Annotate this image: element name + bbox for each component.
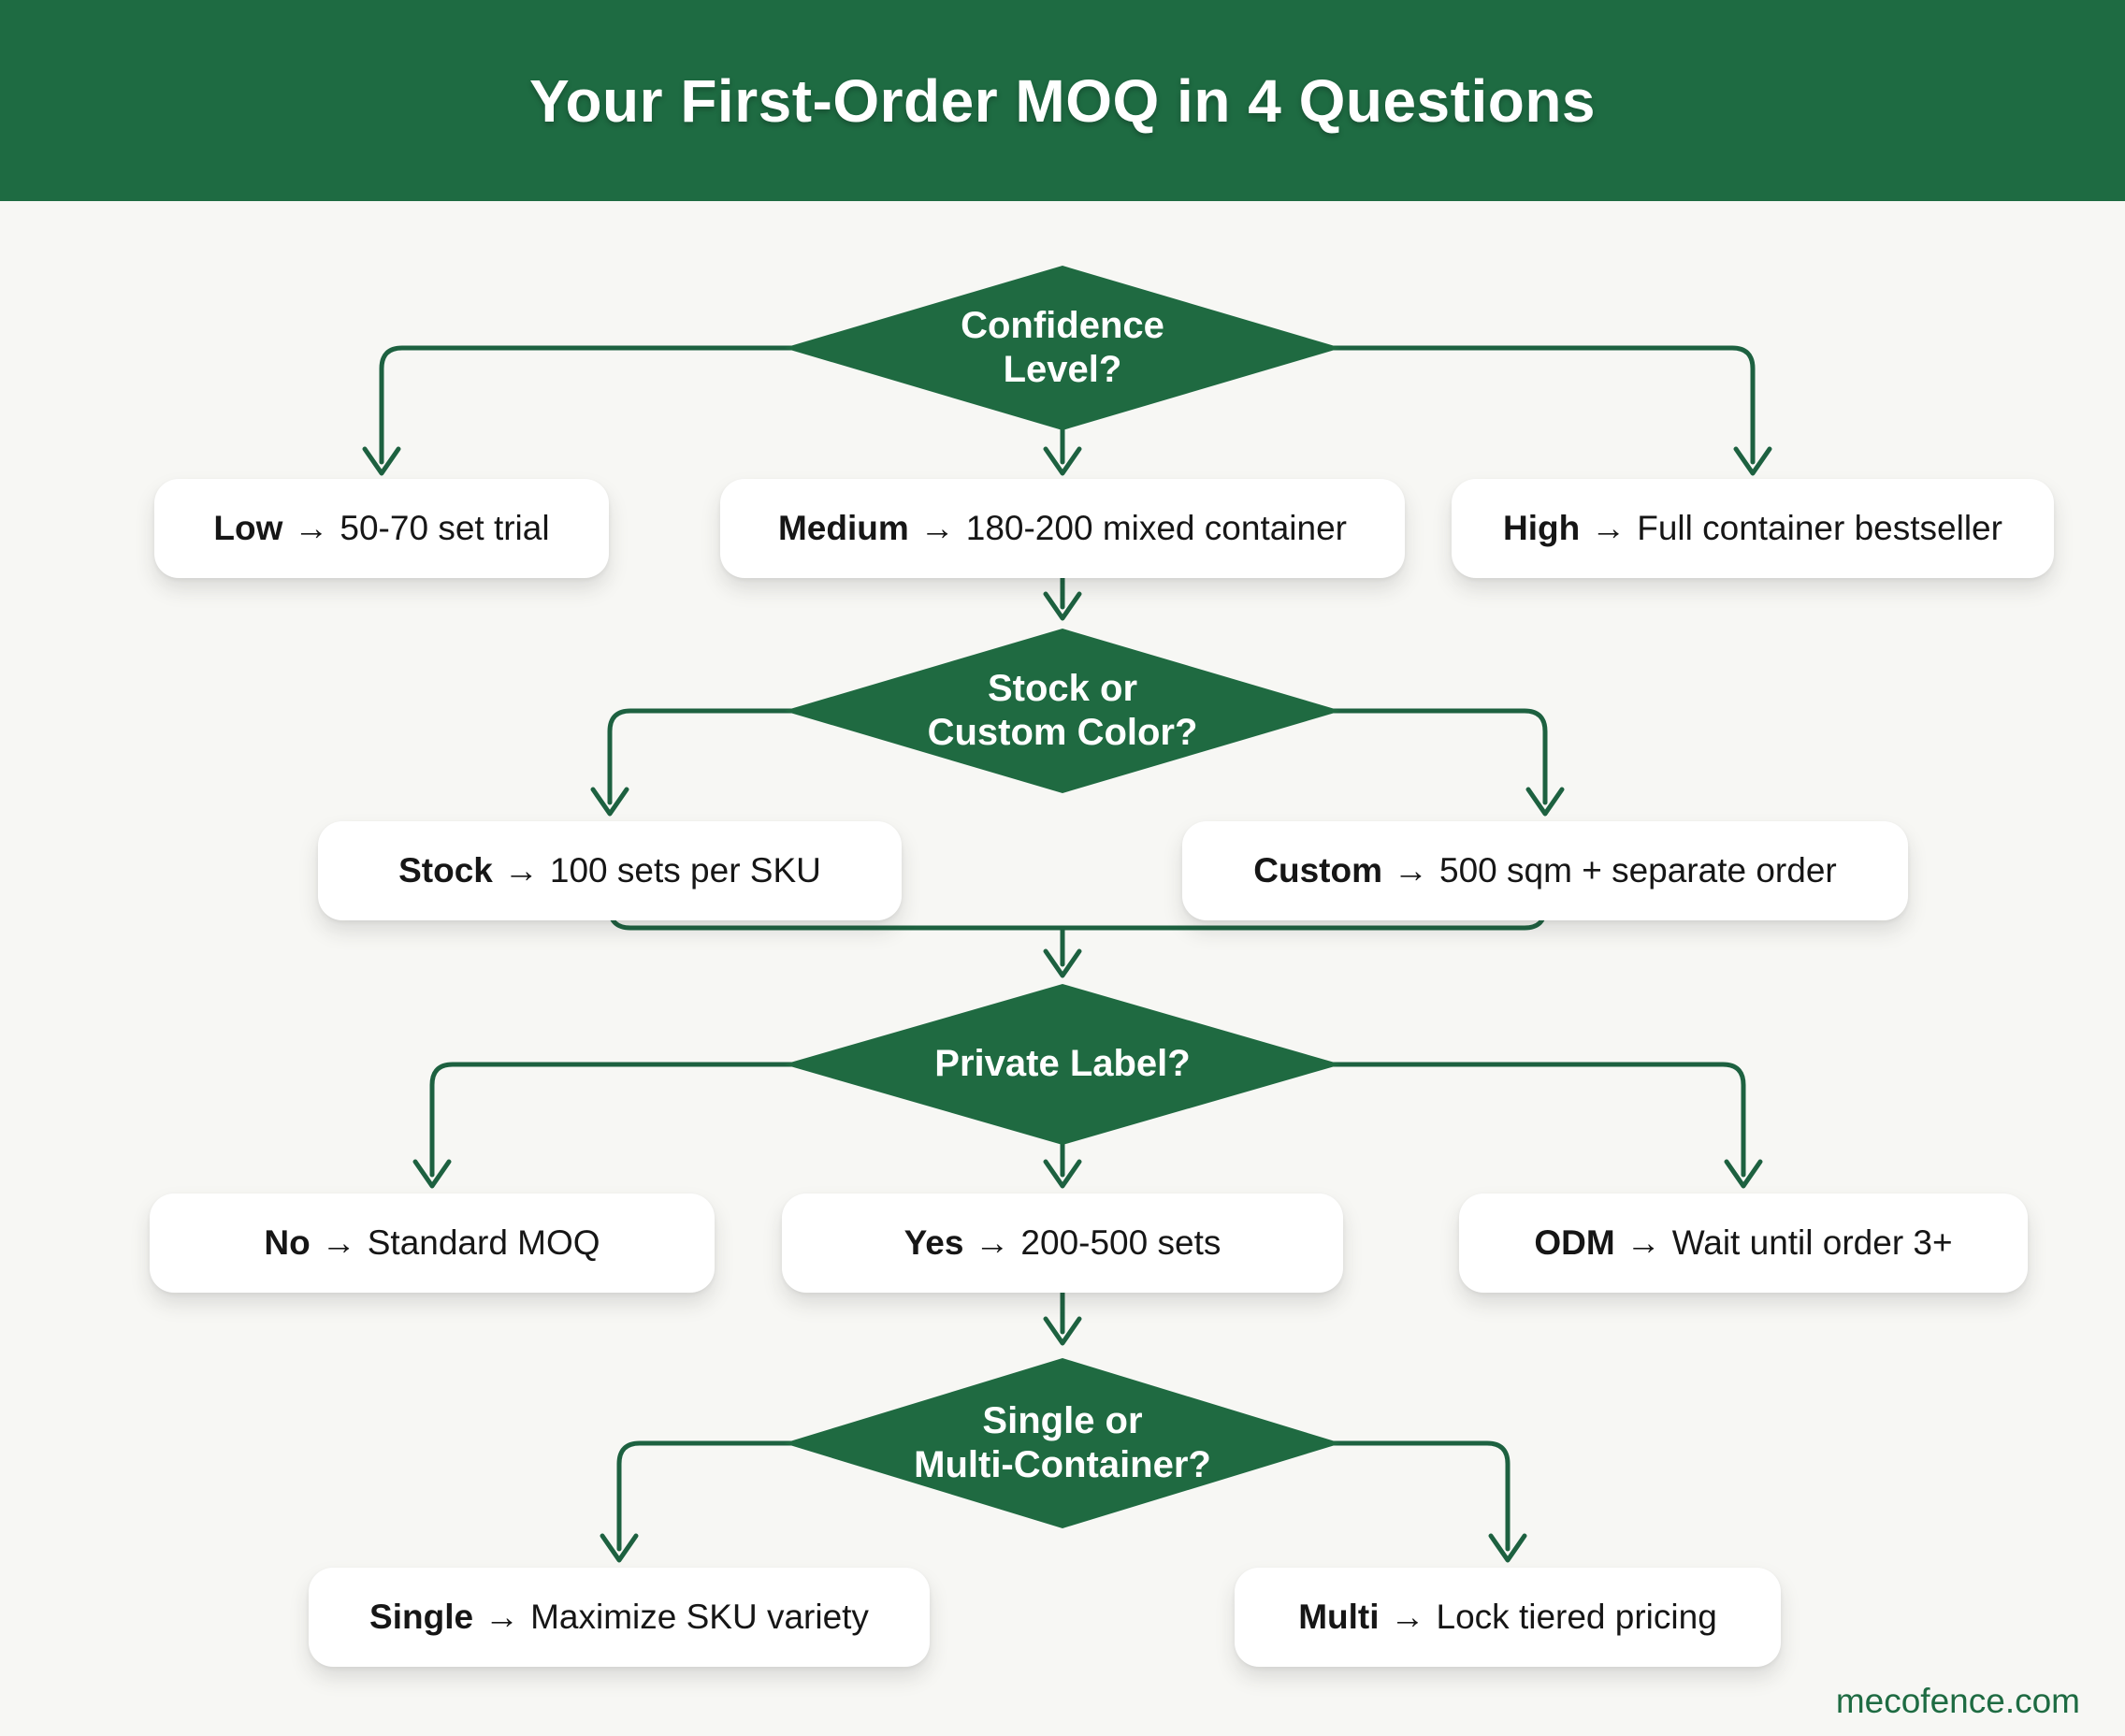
footer-website: mecofence.com <box>1835 1682 2080 1720</box>
right-arrow-glyph: → <box>321 1223 356 1262</box>
connector-label-to-no <box>429 1062 1065 1178</box>
arrowhead-low <box>362 446 401 476</box>
decision-label: Confidence Level? <box>961 304 1164 390</box>
arrowhead-yes <box>1043 1159 1082 1189</box>
outcome-box-multi: Multi → Lock tiered pricing <box>1235 1568 1781 1667</box>
decision-stock-or-custom-color: Stock or Custom Color? <box>784 629 1341 793</box>
outcome-box-high: High → Full container bestseller <box>1452 479 2054 578</box>
outcome-box-no: No → Standard MOQ <box>150 1194 715 1293</box>
decision-single-or-multi-container: Single or Multi-Container? <box>784 1358 1341 1528</box>
right-arrow-glyph: → <box>503 851 539 890</box>
arrowhead-container <box>1043 1316 1082 1346</box>
arrowhead-medium <box>1043 446 1082 476</box>
arrowhead-privatelabel <box>1043 948 1082 978</box>
right-arrow-glyph: → <box>1394 851 1428 890</box>
outcome-box-low: Low → 50-70 set trial <box>154 479 609 578</box>
decision-label: Stock or Custom Color? <box>927 667 1198 753</box>
connector-confidence-to-low <box>379 345 1065 465</box>
arrowhead-high <box>1733 446 1772 476</box>
outcome-box-stock: Stock → 100 sets per SKU <box>318 821 902 920</box>
right-arrow-glyph: → <box>1591 509 1626 547</box>
arrowhead-stock <box>590 787 629 817</box>
right-arrow-glyph: → <box>975 1223 1010 1262</box>
right-arrow-glyph: → <box>294 509 329 547</box>
arrowhead-custom <box>1525 787 1565 817</box>
decision-label: Private Label? <box>934 1043 1191 1085</box>
header-banner: Your First-Order MOQ in 4 Questions <box>0 0 2125 201</box>
arrowhead-single <box>600 1533 639 1563</box>
outcome-box-odm: ODM → Wait until order 3+ <box>1459 1194 2028 1293</box>
connector-container-to-single <box>616 1440 1065 1552</box>
decision-label: Single or Multi-Container? <box>914 1399 1211 1485</box>
right-arrow-glyph: → <box>1390 1598 1425 1636</box>
arrowhead-no <box>412 1159 452 1189</box>
connector-color-to-custom <box>1060 708 1548 805</box>
outcome-box-custom: Custom → 500 sqm + separate order <box>1182 821 1908 920</box>
right-arrow-glyph: → <box>1626 1223 1661 1262</box>
right-arrow-glyph: → <box>919 509 955 547</box>
outcome-box-medium: Medium → 180-200 mixed container <box>720 479 1405 578</box>
connector-color-to-stock <box>607 708 1065 805</box>
connector-confidence-to-high <box>1060 345 1756 465</box>
outcome-box-single: Single → Maximize SKU variety <box>309 1568 930 1667</box>
arrowhead-stockcolor <box>1043 591 1082 621</box>
right-arrow-glyph: → <box>484 1598 520 1636</box>
decision-private-label: Private Label? <box>784 984 1341 1145</box>
arrowhead-odm <box>1724 1159 1763 1189</box>
connector-container-to-multi <box>1060 1440 1511 1552</box>
page-title: Your First-Order MOQ in 4 Questions <box>529 66 1596 135</box>
decision-confidence-level: Confidence Level? <box>784 266 1341 430</box>
arrowhead-multi <box>1488 1533 1527 1563</box>
connector-label-to-odm <box>1060 1062 1746 1178</box>
outcome-box-yes: Yes → 200-500 sets <box>782 1194 1343 1293</box>
